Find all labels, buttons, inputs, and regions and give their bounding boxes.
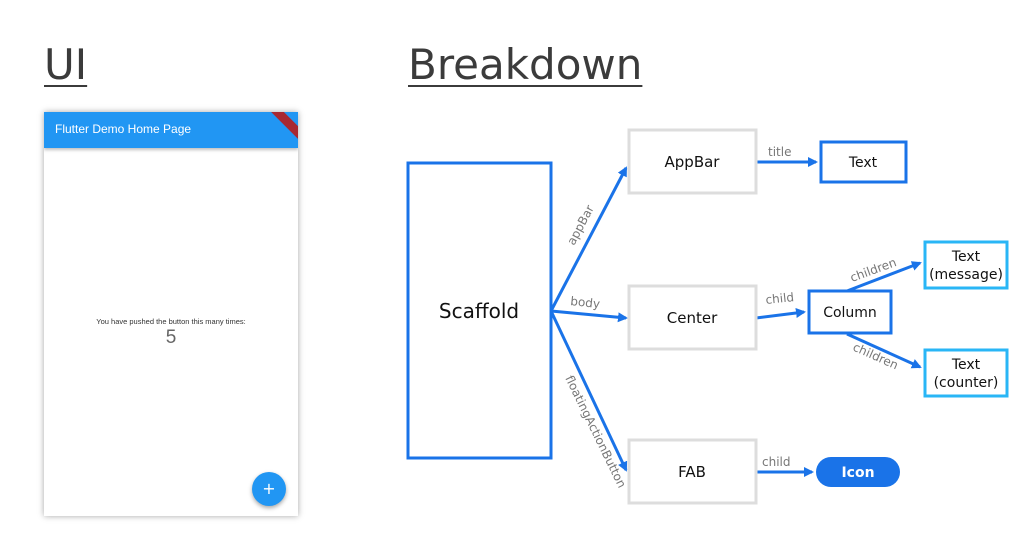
edge-label-fab-child: child <box>762 455 791 469</box>
node-center <box>627 284 758 351</box>
edge-children-bottom <box>846 332 922 369</box>
edge-center-child <box>755 308 806 320</box>
edge-body <box>550 309 628 323</box>
node-icon-label: Icon <box>841 465 874 481</box>
node-scaffold-label: Scaffold <box>439 299 519 323</box>
node-icon <box>816 457 900 487</box>
node-text-message <box>923 240 1009 290</box>
edge-label-center-child: child <box>765 290 795 307</box>
counter-message: You have pushed the button this many tim… <box>96 317 246 326</box>
node-appbar-text <box>819 140 908 184</box>
edge-label-title: title <box>768 145 791 159</box>
node-column-label: Column <box>823 305 877 321</box>
node-text-message-line2: (message) <box>929 267 1003 283</box>
phone-mockup: Flutter Demo Home Page You have pushed t… <box>44 112 298 516</box>
node-text-message-line1: Text <box>951 249 981 265</box>
edge-children-top <box>846 261 922 293</box>
node-scaffold <box>406 161 553 460</box>
edge-label-fab: floatingActionButton <box>562 373 629 490</box>
node-appbar-label: AppBar <box>665 153 721 171</box>
counter-value: 5 <box>165 327 177 348</box>
node-fab <box>627 438 758 505</box>
node-appbar-text-label: Text <box>848 155 878 171</box>
node-text-counter-line1: Text <box>951 357 981 373</box>
node-fab-label: FAB <box>678 463 706 481</box>
add-icon: + <box>262 479 276 498</box>
ui-heading: UI <box>44 40 88 89</box>
edge-fab <box>549 310 628 472</box>
node-text-counter-line2: (counter) <box>934 375 999 391</box>
node-appbar <box>627 128 758 195</box>
floating-action-button[interactable]: + <box>252 472 286 506</box>
edge-label-children-bottom: children <box>851 340 901 372</box>
node-column <box>807 289 893 335</box>
node-text-counter <box>923 348 1009 398</box>
edge-label-body: body <box>570 294 601 311</box>
node-center-label: Center <box>667 309 718 327</box>
app-bar: Flutter Demo Home Page <box>44 112 298 148</box>
edge-appbar <box>549 166 628 312</box>
breakdown-heading: Breakdown <box>408 40 643 89</box>
edge-label-appbar: appBar <box>564 203 597 248</box>
app-bar-title: Flutter Demo Home Page <box>55 122 192 136</box>
